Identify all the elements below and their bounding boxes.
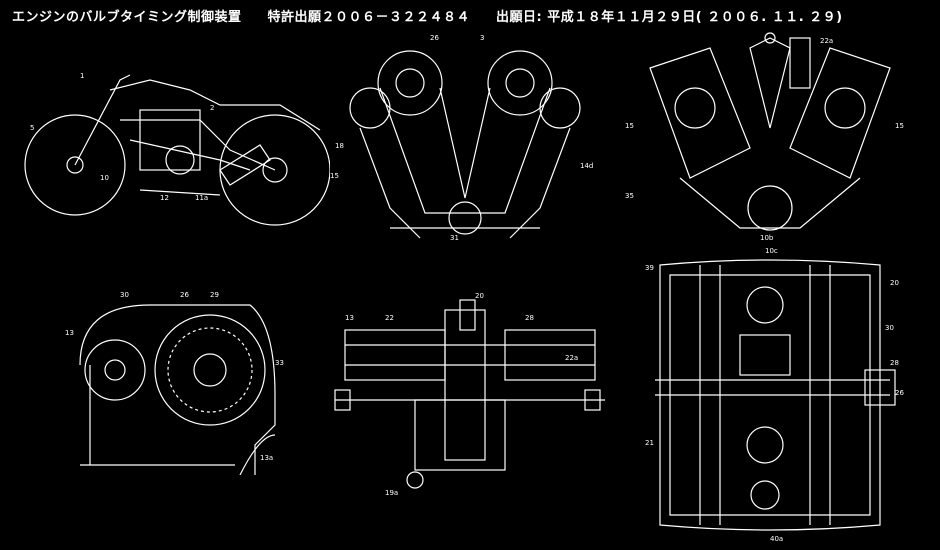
svg-text:19a: 19a bbox=[385, 489, 398, 497]
svg-text:14d: 14d bbox=[580, 162, 593, 170]
camshaft-section-drawing: 13 22 20 28 22a 19a bbox=[334, 292, 605, 497]
figure-v-engine-front: 26 3 18 15 14d 31 bbox=[330, 28, 600, 247]
svg-text:33: 33 bbox=[275, 359, 284, 367]
figure-cylinder-head-top: 10c 39 20 30 28 26 21 40a bbox=[640, 245, 920, 549]
cylinder-head-top-drawing: 10c 39 20 30 28 26 21 40a bbox=[645, 247, 904, 543]
filing-date: 出願日: 平成１８年１１月２９日( ２００６. １１. ２９) bbox=[496, 10, 843, 25]
svg-text:30: 30 bbox=[120, 291, 129, 299]
svg-text:2: 2 bbox=[210, 104, 214, 112]
svg-text:21: 21 bbox=[645, 439, 654, 447]
svg-text:18: 18 bbox=[335, 142, 344, 150]
svg-text:3: 3 bbox=[480, 34, 484, 42]
svg-text:30: 30 bbox=[885, 324, 894, 332]
svg-text:28: 28 bbox=[890, 359, 899, 367]
cam-sprocket-drawing: 13 30 26 29 33 13a bbox=[65, 291, 284, 476]
svg-text:13: 13 bbox=[345, 314, 354, 322]
svg-text:13: 13 bbox=[65, 329, 74, 337]
svg-text:29: 29 bbox=[210, 291, 219, 299]
v-engine-front-drawing: 26 3 18 15 14d 31 bbox=[330, 34, 593, 242]
svg-text:26: 26 bbox=[895, 389, 904, 397]
svg-text:20: 20 bbox=[475, 292, 484, 300]
figure-camshaft-section: 13 22 20 28 22a 19a bbox=[325, 290, 615, 504]
svg-text:26: 26 bbox=[180, 291, 189, 299]
svg-text:40a: 40a bbox=[770, 535, 783, 543]
svg-text:26: 26 bbox=[430, 34, 439, 42]
figure-v-engine-section: 15 15 22a 10b 35 bbox=[620, 28, 920, 247]
svg-text:22a: 22a bbox=[565, 354, 578, 362]
svg-text:22a: 22a bbox=[820, 37, 833, 45]
svg-text:11a: 11a bbox=[195, 194, 208, 202]
svg-text:10: 10 bbox=[100, 174, 109, 182]
svg-text:15: 15 bbox=[330, 172, 339, 180]
document-title: エンジンのバルブタイミング制御装置 特許出願２００６－３２２４８４ 出願日: 平成１… bbox=[12, 6, 869, 25]
svg-text:10b: 10b bbox=[760, 234, 774, 242]
svg-text:15: 15 bbox=[625, 122, 634, 130]
svg-text:39: 39 bbox=[645, 264, 654, 272]
svg-text:35: 35 bbox=[625, 192, 634, 200]
svg-text:22: 22 bbox=[385, 314, 394, 322]
svg-text:10c: 10c bbox=[765, 247, 778, 255]
figure-cam-sprocket: 13 30 26 29 33 13a bbox=[60, 285, 290, 479]
svg-text:28: 28 bbox=[525, 314, 534, 322]
motorcycle-drawing: 1 5 2 12 11a 10 bbox=[24, 72, 331, 226]
svg-text:13a: 13a bbox=[260, 454, 273, 462]
svg-text:1: 1 bbox=[80, 72, 84, 80]
application-number: 特許出願２００６－３２２４８４ bbox=[267, 10, 471, 25]
figure-motorcycle: 1 5 2 12 11a 10 bbox=[20, 50, 331, 244]
svg-text:15: 15 bbox=[895, 122, 904, 130]
invention-title: エンジンのバルブタイミング制御装置 bbox=[12, 10, 242, 25]
svg-text:12: 12 bbox=[160, 194, 169, 202]
svg-text:5: 5 bbox=[30, 124, 34, 132]
svg-text:20: 20 bbox=[890, 279, 899, 287]
v-engine-section-drawing: 15 15 22a 10b 35 bbox=[625, 32, 904, 242]
svg-text:31: 31 bbox=[450, 234, 459, 242]
